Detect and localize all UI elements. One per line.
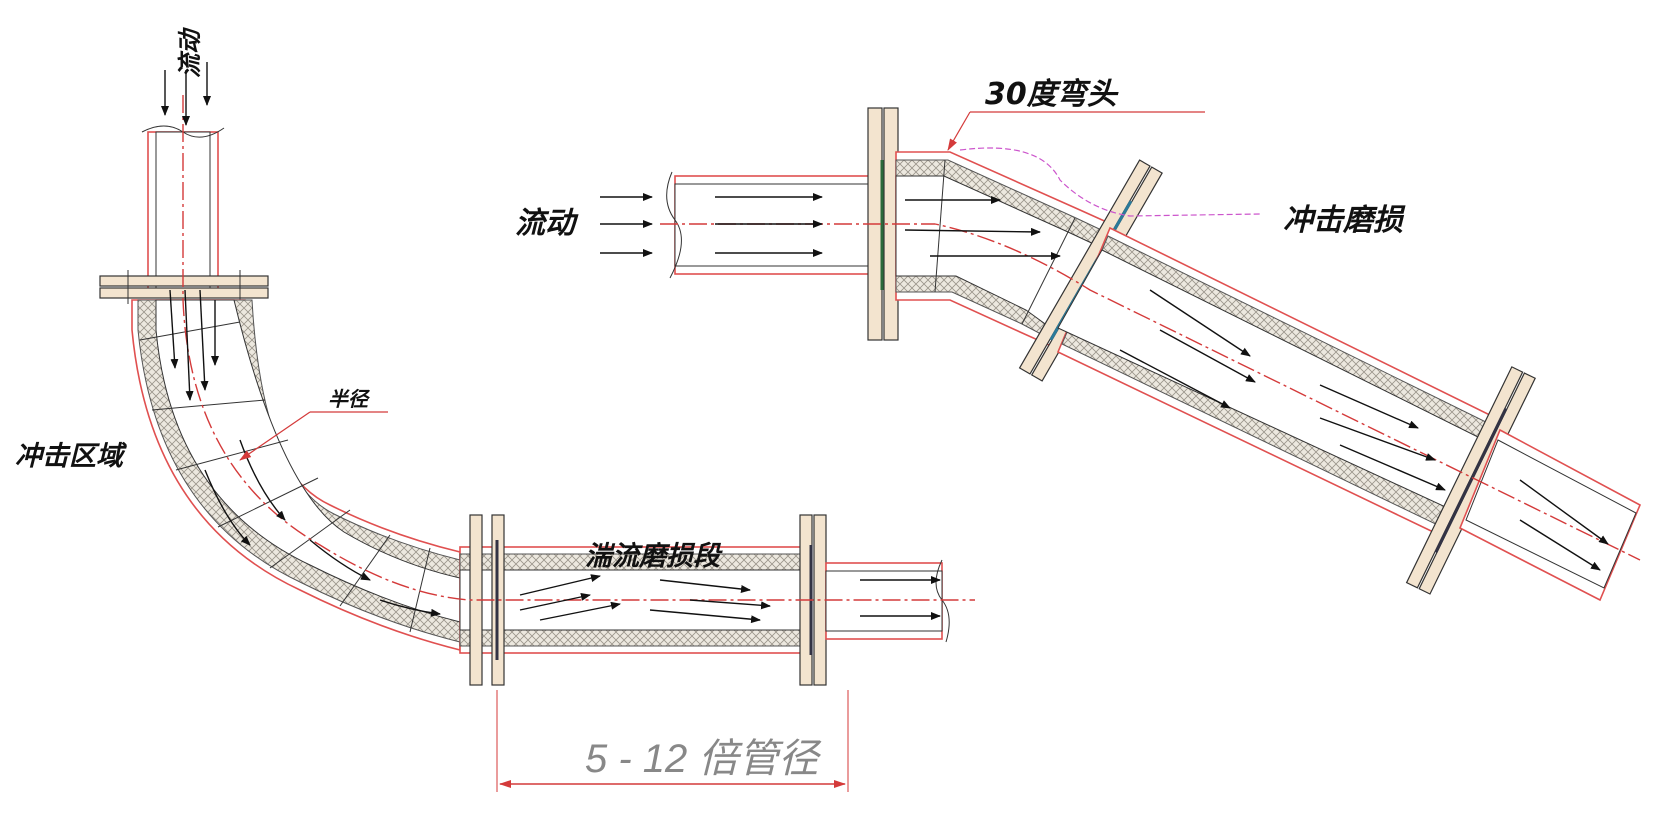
diameter-dimension	[496, 690, 849, 792]
left-centerline	[182, 95, 975, 601]
label-impact-zone: 冲击区域	[15, 441, 127, 472]
horizontal-outlet-pipe	[825, 559, 950, 643]
label-elbow-30: 30度弯头	[985, 77, 1119, 112]
vertical-flow-arrows	[161, 62, 441, 617]
right-elbow-assembly	[600, 107, 1642, 602]
label-flow-vertical: 流动	[176, 27, 204, 78]
right-outlet-pipe	[1458, 428, 1642, 602]
label-radius: 半径	[328, 387, 371, 411]
label-impact-wear: 冲击磨损	[1283, 203, 1406, 238]
diagonal-straight	[1056, 226, 1502, 542]
turbulent-flow-arrows	[519, 574, 941, 624]
top-flange	[99, 270, 269, 304]
elbow-30-leader	[947, 111, 1205, 151]
right-centerline	[660, 223, 1641, 561]
left-elbow-assembly	[99, 62, 975, 792]
right-outlet-flange	[1405, 366, 1536, 595]
vertical-inlet-pipe	[141, 125, 225, 293]
label-pipe-diameter-range: 5 - 12 倍管径	[585, 737, 822, 781]
label-turbulent-wear: 湍流磨损段	[585, 541, 723, 572]
label-flow-horizontal: 流动	[515, 206, 579, 241]
elbow-liner	[131, 299, 461, 652]
right-flow-arrows	[600, 193, 1609, 571]
radius-leader	[239, 411, 388, 461]
right-inlet-pipe	[666, 171, 876, 279]
impact-wear-curve	[959, 147, 1261, 217]
